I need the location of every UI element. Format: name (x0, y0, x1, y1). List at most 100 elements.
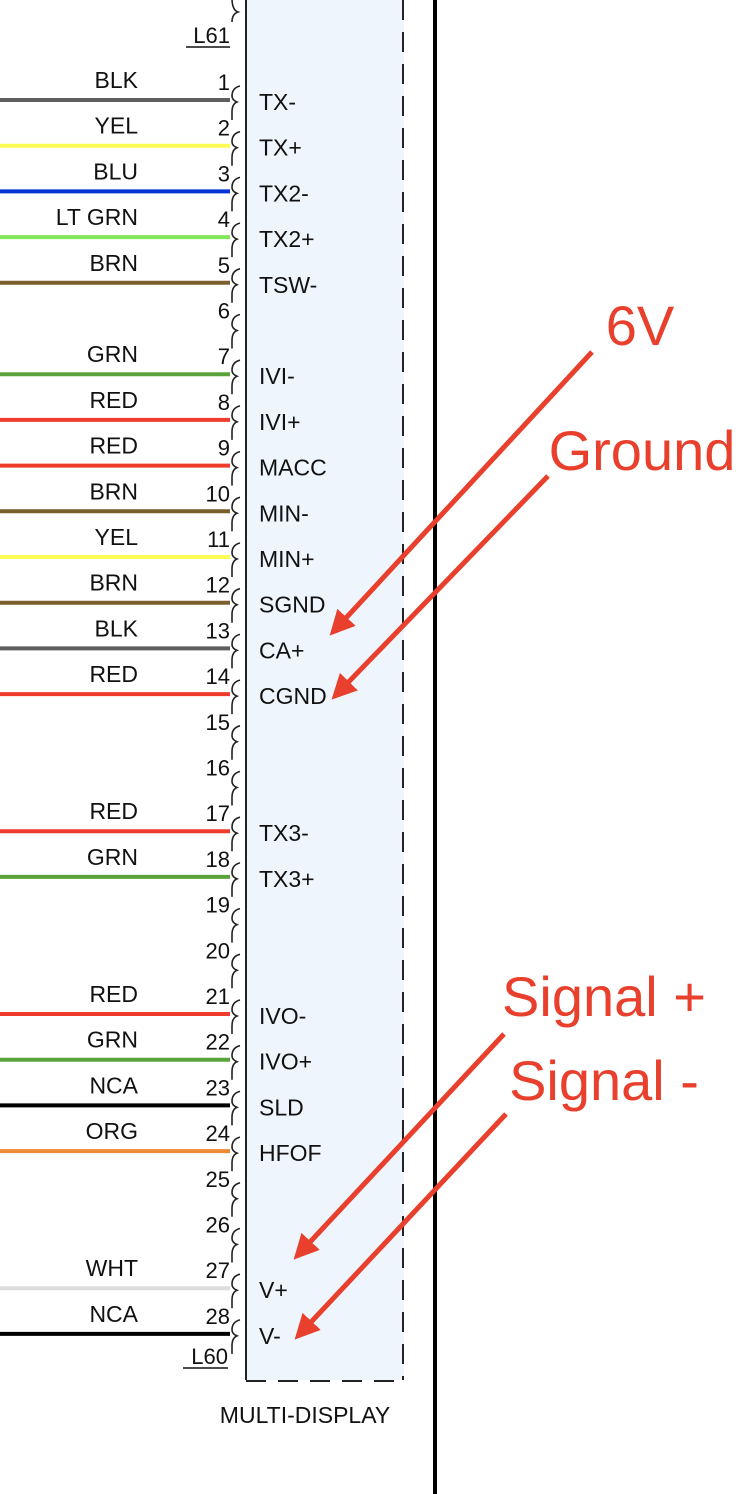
pin-terminal (231, 130, 241, 166)
pin-terminal (231, 450, 241, 486)
wire-color-label: ORG (86, 1118, 138, 1144)
wire-color-label: WHT (86, 1255, 138, 1281)
pin-number: 3 (218, 161, 230, 186)
pin-terminal (231, 176, 241, 212)
pin-signal-name: CGND (259, 683, 327, 709)
top-bracket (231, 0, 241, 23)
pin-26: 26 (206, 1213, 241, 1263)
pin-terminal (231, 1319, 241, 1354)
pin-number: 7 (218, 344, 230, 369)
pin-signal-name: TX3- (259, 820, 309, 846)
pin-signal-name: TSW- (259, 272, 317, 298)
pin-number: 25 (206, 1167, 230, 1192)
pin-signal-name: TX2+ (259, 226, 315, 252)
connector-top-ref: L61 (193, 23, 230, 48)
pin-signal-name: IVI+ (259, 409, 301, 435)
wire-color-label: RED (89, 387, 138, 413)
annotation-ground: Ground (331, 419, 736, 700)
pin-number: 5 (218, 253, 230, 278)
pin-terminal (231, 405, 241, 440)
pin-signal-name: TX2- (259, 180, 309, 206)
pin-number: 14 (206, 664, 230, 689)
wire-color-label: NCA (89, 1301, 138, 1327)
pin-signal-name: SGND (259, 592, 325, 618)
annotation-signal-minus: Signal - (294, 1049, 699, 1340)
pin-number: 1 (218, 70, 230, 95)
pin-terminal (231, 542, 241, 577)
pin-signal-name: MIN- (259, 500, 309, 526)
wire-color-label: NCA (89, 1072, 138, 1098)
pin-signal-name: TX+ (259, 135, 302, 161)
pin-terminal (231, 1090, 241, 1126)
wire-color-label: RED (89, 661, 138, 687)
annotation-label: Ground (549, 419, 736, 482)
pin-number: 8 (218, 390, 230, 415)
pin-15: 15 (206, 710, 241, 760)
pin-terminal (231, 222, 241, 258)
component-label: MULTI-DISPLAY (220, 1402, 390, 1428)
pin-19: 19 (206, 893, 241, 943)
pin-number: 12 (206, 573, 230, 598)
pin-terminal (231, 679, 241, 715)
pin-signal-name: IVI- (259, 363, 295, 389)
connector-body (246, 0, 404, 1380)
annotation-signal-plus: Signal + (293, 965, 706, 1260)
pin-signal-name: HFOF (259, 1140, 322, 1166)
pin-signal-name: TX3+ (259, 866, 315, 892)
pin-number: 21 (206, 984, 230, 1009)
annotation-arrow (331, 474, 550, 700)
pin-number: 17 (206, 801, 230, 826)
wire-color-label: RED (89, 798, 138, 824)
pin-number: 2 (218, 116, 230, 141)
pin-number: 4 (218, 207, 230, 232)
pin-terminal (231, 1273, 241, 1309)
pin-terminal (231, 268, 241, 303)
wire-color-label: BRN (89, 570, 138, 596)
pin-signal-name: TX- (259, 89, 296, 115)
pin-number: 28 (206, 1304, 230, 1329)
pin-terminal (231, 633, 241, 669)
pin-signal-name: V- (259, 1323, 281, 1349)
pin-number: 15 (206, 710, 230, 735)
pin-2: YEL 2TX+ (0, 113, 302, 166)
wire-color-label: YEL (95, 113, 139, 139)
pin-terminal (231, 725, 241, 760)
annotation-6v: 6V (329, 294, 675, 636)
pin-6: 6 (218, 299, 241, 349)
pin-terminal (231, 1182, 241, 1217)
pin-number: 22 (206, 1030, 230, 1055)
pin-terminal (231, 953, 241, 989)
wire-color-label: RED (89, 981, 138, 1007)
wire-color-label: LT GRN (56, 204, 138, 230)
annotation-arrow (329, 350, 594, 636)
wire-color-label: BRN (89, 250, 138, 276)
annotation-label: Signal - (509, 1049, 699, 1112)
pin-25: 25 (206, 1167, 241, 1217)
wire-color-label: BLK (95, 67, 139, 93)
pin-number: 18 (206, 847, 230, 872)
wire-color-label: RED (89, 433, 138, 459)
pin-terminal (231, 496, 241, 532)
wire-color-label: BRN (89, 478, 138, 504)
connector-bottom-ref: L60 (191, 1344, 228, 1369)
pin-number: 27 (206, 1258, 230, 1283)
pin-number: 23 (206, 1075, 230, 1100)
wire-color-label: GRN (87, 1027, 138, 1053)
pin-terminal (231, 85, 241, 120)
pin-terminal (231, 587, 241, 623)
pin-terminal (231, 999, 241, 1034)
pin-terminal (231, 313, 241, 349)
